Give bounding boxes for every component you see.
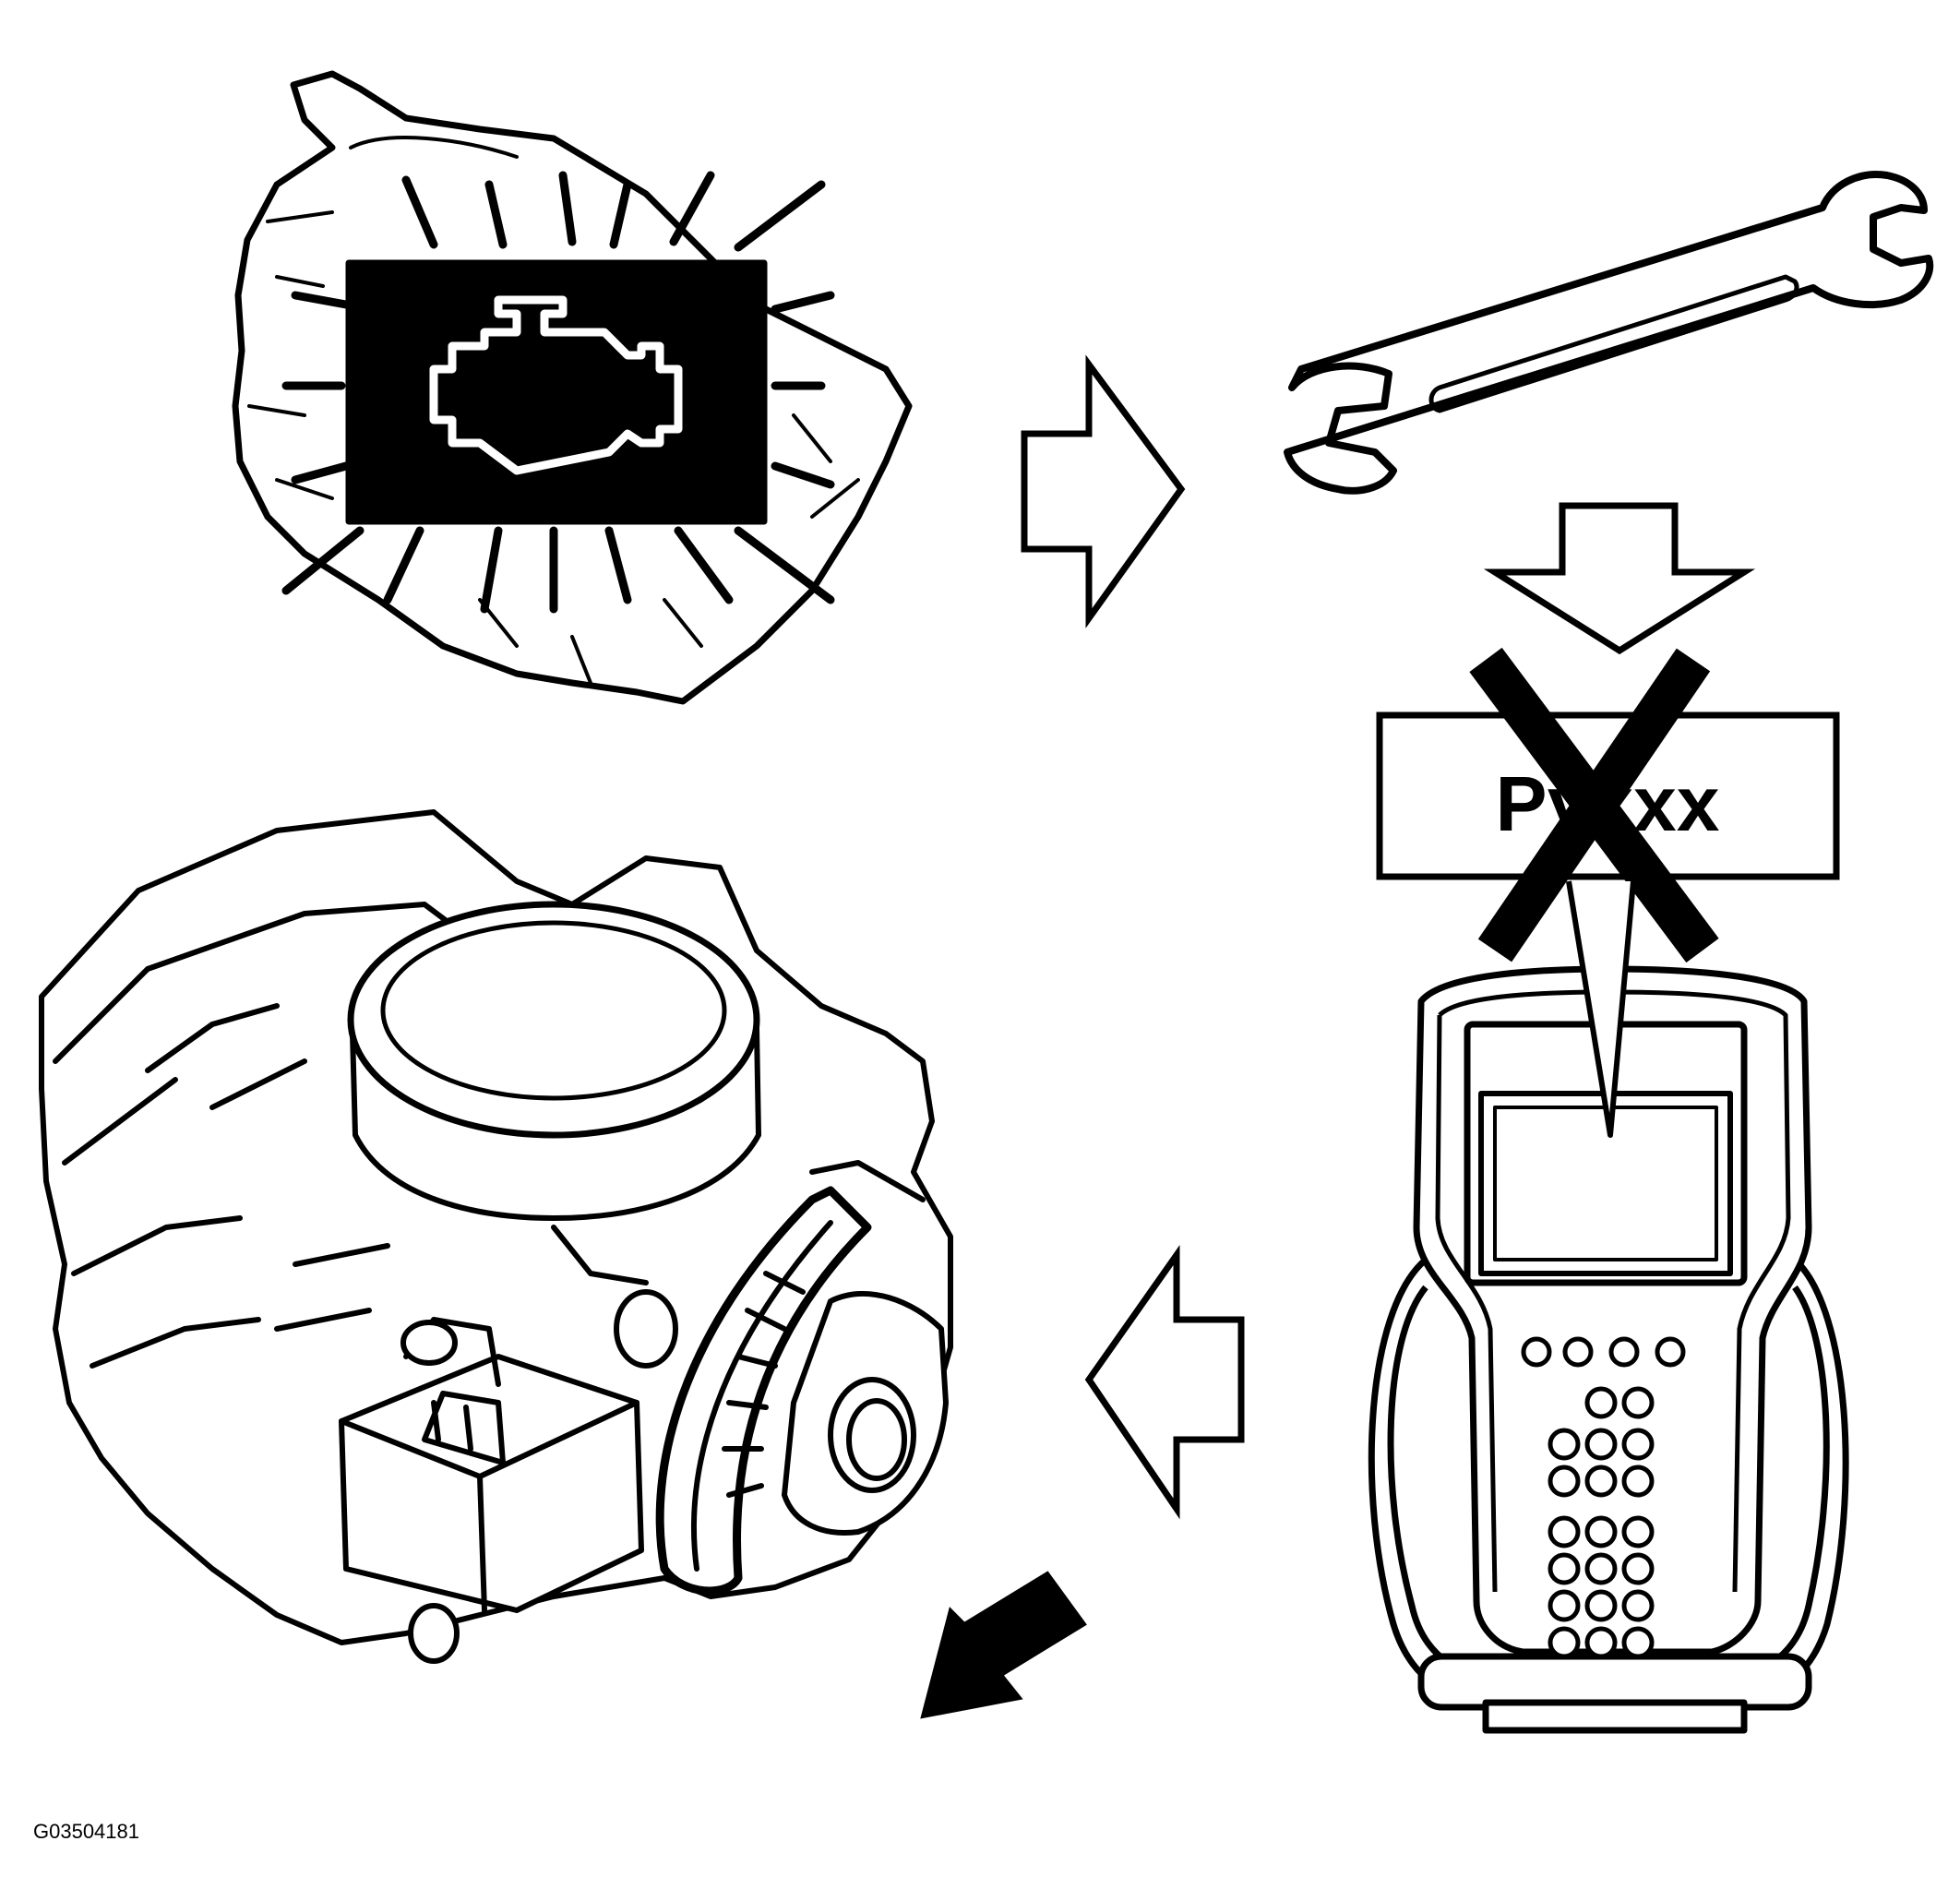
throttle-body-icon: [39, 809, 953, 1664]
arrow-down-icon: [1483, 502, 1756, 655]
arrow-right-icon: [1021, 354, 1186, 628]
flash-lines: [281, 171, 835, 614]
connector-block: [339, 1354, 644, 1613]
scan-tool-handles: [1368, 1257, 1849, 1702]
wrench-icon: [1284, 171, 1934, 495]
throttle-bore-inner: [380, 920, 727, 1101]
check-engine-icon: [429, 295, 683, 475]
scan-tool-keypad: [1521, 1336, 1686, 1659]
throttle-position-sensor: [655, 1186, 872, 1596]
pointer-arrow-icon: [920, 1571, 1087, 1719]
screen-pointer: [1566, 880, 1636, 1138]
engine-with-lamp: [232, 70, 913, 705]
cross-out-icon: [1469, 647, 1719, 963]
scan-tool-icon: [1368, 880, 1849, 1734]
arrow-left-icon: [1084, 1244, 1245, 1520]
figure-id: G03504181: [33, 1820, 139, 1843]
